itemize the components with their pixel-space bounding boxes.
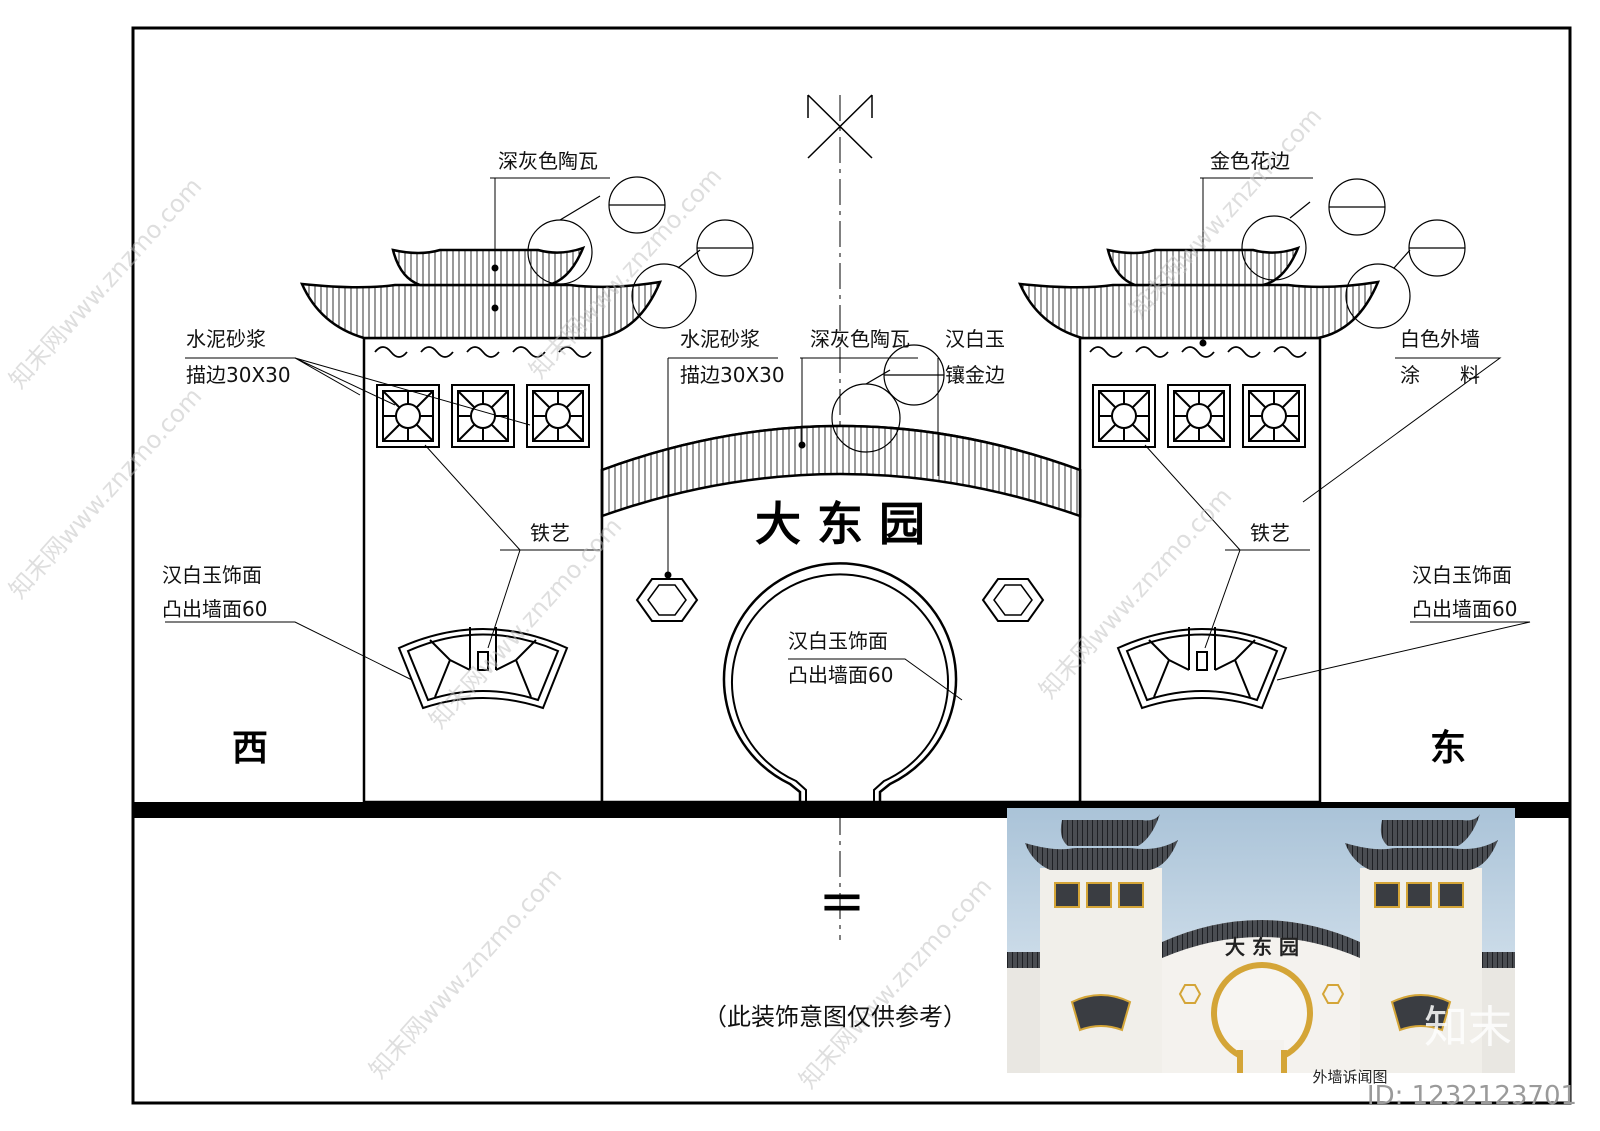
label-roof-tile-left: 深灰色陶瓦 [498, 149, 598, 173]
photo-gate-name: 大 东 园 [1225, 935, 1299, 959]
label-cement-left-1: 水泥砂浆 [186, 327, 266, 351]
label-roof-tile-mid: 深灰色陶瓦 [810, 327, 910, 351]
center-wall [600, 424, 1082, 804]
logo: 知末 [1424, 1002, 1512, 1053]
label-cement-mid-1: 水泥砂浆 [680, 327, 760, 351]
reference-note: （此装饰意图仅供参考） [703, 1003, 967, 1031]
label-iron-left: 铁艺 [530, 521, 570, 545]
watermark-text: 知末网www.znzmo.com [364, 862, 568, 1084]
label-jade-face-left-2: 凸出墙面60 [162, 597, 267, 621]
label-jade-face-mid-2: 凸出墙面60 [788, 663, 893, 687]
annotation-labels: 深灰色陶瓦 金色花边 水泥砂浆 描边30X30 水泥砂浆 描边30X30 深灰色… [162, 149, 1517, 687]
axis-symbol [807, 94, 873, 159]
label-jade-face-right-1: 汉白玉饰面 [1412, 563, 1512, 587]
equals-sign: = [819, 869, 866, 934]
label-iron-right: 铁艺 [1250, 521, 1290, 545]
label-jade-face-right-2: 凸出墙面60 [1412, 597, 1517, 621]
reference-photo: 大 东 园 外墙诉闻图 [1007, 808, 1515, 1086]
photo-caption: 外墙诉闻图 [1312, 1068, 1387, 1086]
id-text: ID: 1232123701 [1367, 1081, 1577, 1111]
label-cement-left-2: 描边30X30 [186, 363, 291, 387]
drawing-frame [131, 26, 1572, 1105]
callout-circles [527, 176, 1466, 453]
west-label: 西 [232, 727, 268, 769]
label-jade-gold-1: 汉白玉 [945, 327, 1005, 351]
label-gold-trim: 金色花边 [1210, 149, 1290, 173]
left-tower [299, 245, 663, 804]
label-jade-face-mid-1: 汉白玉饰面 [788, 629, 888, 653]
gate-name: 大 东 园 [755, 497, 925, 551]
label-jade-gold-2: 镶金边 [945, 363, 1005, 387]
leader-lines [165, 177, 1531, 701]
label-jade-face-left-1: 汉白玉饰面 [162, 563, 262, 587]
east-label: 东 [1430, 727, 1466, 769]
label-cement-mid-2: 描边30X30 [680, 363, 785, 387]
right-tower [1017, 245, 1381, 804]
label-white-wall-1: 白色外墙 [1400, 327, 1480, 351]
watermark-text: 知末网www.znzmo.com [4, 172, 208, 394]
label-white-wall-2: 涂 料 [1400, 363, 1480, 387]
